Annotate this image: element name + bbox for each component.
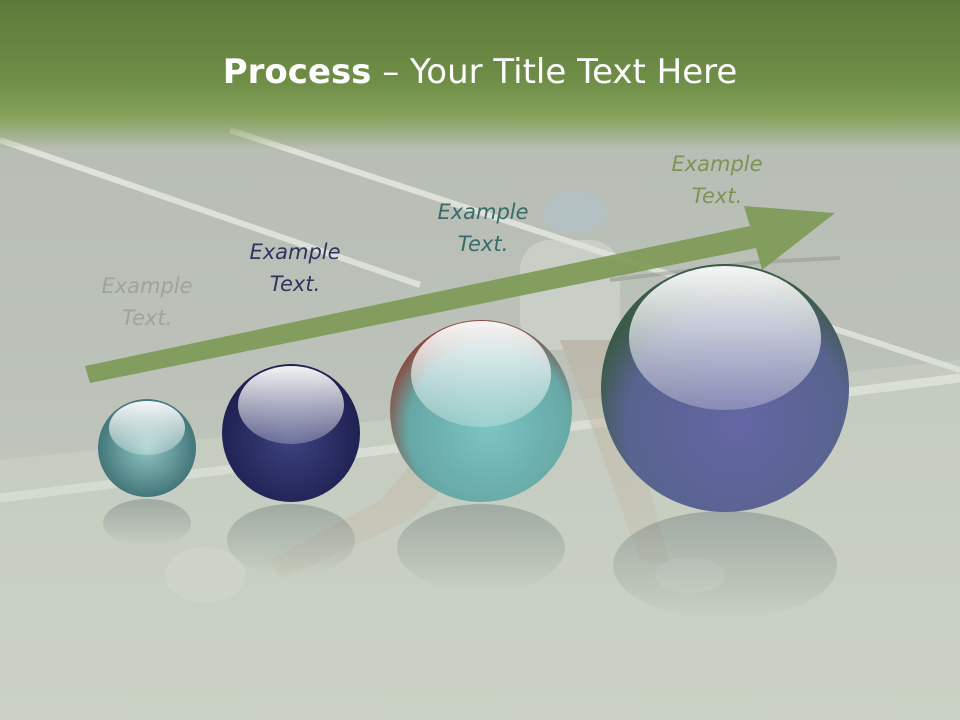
step-label-1-line1: Example [101,274,193,298]
step-label-3-line2: Text. [457,232,509,256]
title-bold: Process [222,52,372,92]
sphere-reflection-3 [397,504,565,592]
title-rest: – Your Title Text Here [371,52,738,92]
sphere-2 [222,364,360,502]
growth-arrow-icon [85,206,835,383]
step-label-3-line1: Example [437,200,529,224]
step-label-1: Example Text. [82,270,212,334]
sphere-reflection-2 [227,504,355,576]
step-label-3: Example Text. [418,196,548,260]
sphere-3 [390,320,572,502]
step-label-2-line2: Text. [269,272,321,296]
sphere-reflection-4 [613,511,837,619]
sphere-4 [601,264,849,512]
step-label-2: Example Text. [230,236,360,300]
sphere-reflection-1 [103,499,191,547]
step-label-4-line1: Example [671,152,763,176]
slide-title: Process – Your Title Text Here [0,52,960,92]
step-label-4: Example Text. [652,148,782,212]
sphere-1 [98,399,196,497]
step-label-4-line2: Text. [691,184,743,208]
step-label-2-line1: Example [249,240,341,264]
step-label-1-line2: Text. [121,306,173,330]
title-bar [0,0,960,150]
